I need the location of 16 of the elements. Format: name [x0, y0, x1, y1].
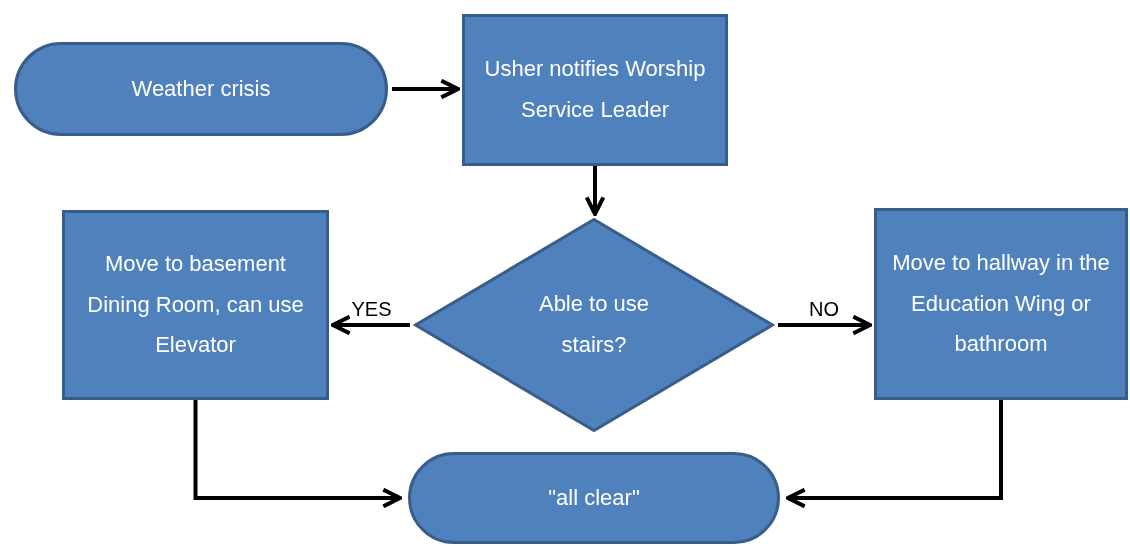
arrow	[392, 78, 460, 100]
arrow	[193, 400, 402, 509]
arrow	[584, 166, 606, 216]
node-label: Move to hallway in the Education Wing or bathroom	[891, 248, 1111, 359]
node-label: Able to use stairs?	[537, 290, 651, 359]
node-label: Usher notifies Worship Service Leader	[483, 55, 707, 124]
arrow	[786, 400, 1003, 509]
node-label: Weather crisis	[131, 74, 271, 103]
process-box	[62, 210, 329, 400]
arrow	[331, 314, 410, 336]
process-box	[462, 14, 728, 166]
arrow	[778, 314, 872, 336]
node-label: Move to basement Dining Room, can use Elevator	[86, 249, 305, 360]
process-box	[874, 208, 1128, 400]
node-label: "all clear"	[548, 483, 640, 512]
decision-diamond	[414, 218, 774, 432]
